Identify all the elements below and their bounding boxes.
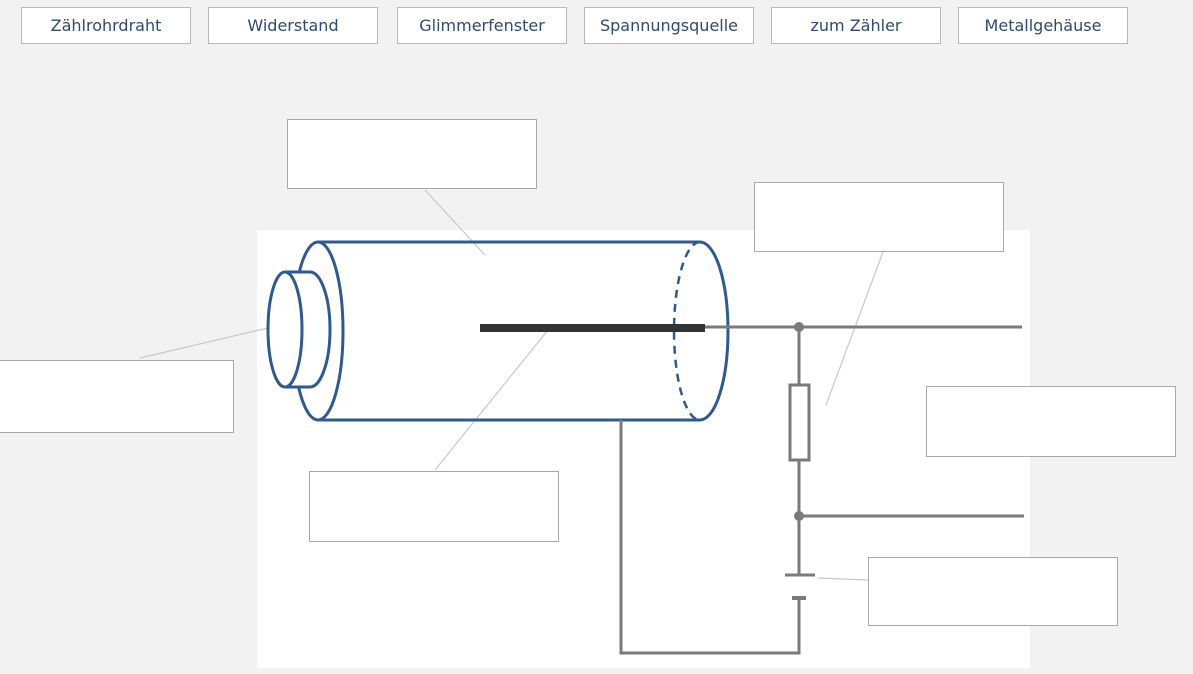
drop-zone-3[interactable]	[0, 360, 234, 433]
tube	[266, 240, 730, 422]
label-chip-glimmerfenster[interactable]: Glimmerfenster	[397, 7, 567, 44]
leader-line	[434, 329, 549, 471]
drop-zone-1[interactable]	[287, 119, 537, 189]
label-chip-zaehlrohrdraht[interactable]: Zählrohrdraht	[21, 7, 191, 44]
label-chip-zum-zaehler[interactable]: zum Zähler	[771, 7, 941, 44]
drop-zone-6[interactable]	[868, 557, 1118, 626]
tube-back-dashed	[672, 240, 701, 422]
leader-line	[424, 189, 486, 256]
counter-wire	[480, 324, 705, 332]
junction-dot	[794, 511, 804, 521]
resistor	[788, 383, 811, 462]
label-chip-widerstand[interactable]: Widerstand	[208, 7, 378, 44]
drop-zone-5[interactable]	[309, 471, 559, 542]
wire-ground	[619, 420, 801, 655]
drop-zone-4[interactable]	[926, 386, 1176, 457]
leader-line	[139, 326, 273, 359]
leader-lines	[139, 189, 884, 581]
label-chip-spannungsquelle[interactable]: Spannungsquelle	[584, 7, 754, 44]
label-chip-metallgehaeuse[interactable]: Metallgehäuse	[958, 7, 1128, 44]
junction-dot	[794, 322, 804, 332]
mica-window	[266, 270, 304, 389]
metal-housing	[318, 240, 730, 422]
circuit	[619, 325, 1024, 655]
drop-zone-2[interactable]	[754, 182, 1004, 252]
leader-line	[817, 577, 869, 581]
